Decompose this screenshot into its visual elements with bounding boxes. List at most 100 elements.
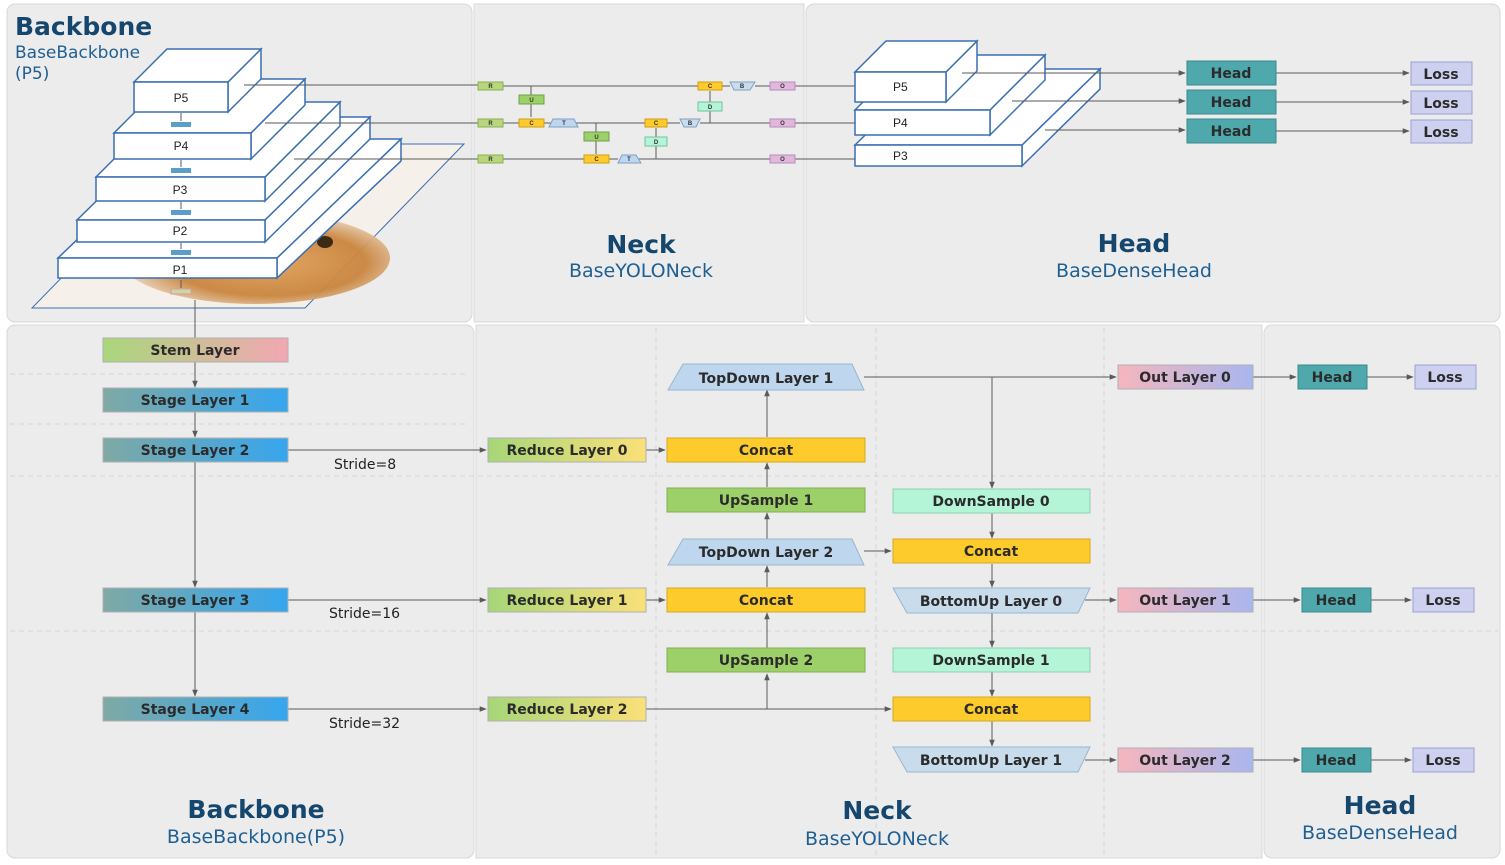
pyramid-connectors [170,113,196,338]
mini-bottomup-1-label: B [688,121,693,127]
bottom-connectors [192,362,1414,763]
mini-concat-3-label: C [654,121,659,127]
mini-concat-1-label: C [529,121,534,127]
concat-4-label: Concat [964,702,1019,718]
top-head-blocks [1186,60,1473,144]
panel-bottom-head [1263,324,1501,859]
mini-concat-4-label: C [708,84,713,90]
bottom-neck: Reduce Layer 0 Reduce Layer 1 Reduce Lay… [487,363,1254,850]
bottom-head-subtitle: BaseDenseHead [1302,822,1458,844]
topdown-layer-1-label: TopDown Layer 1 [699,371,833,387]
out-layer-0-label: Out Layer 0 [1139,370,1231,386]
mini-concat-4 [697,81,723,91]
upsample-1-label: UpSample 1 [719,493,813,509]
out-layer-0-block [1117,364,1254,390]
concat-block-4 [892,696,1091,722]
mini-reduce-label-1: R [488,121,493,127]
concat-1-label: Concat [739,443,794,459]
top-loss-0-label: Loss [1423,67,1458,83]
cat-eye [317,236,333,248]
stage-layer-2-block [102,437,289,463]
mini-reduce-label-0: R [488,84,493,90]
bottom-head: Head Head Head Loss Loss Loss Head BaseD… [1297,364,1477,844]
mini-topdown-1-label: T [562,121,566,127]
concat-block-3 [892,538,1091,564]
bottom-neck-subtitle: BaseYOLONeck [805,828,949,850]
upsample-2-label: UpSample 2 [719,653,813,669]
mini-topdown-2-label: T [627,157,631,163]
upsample-1-block [666,487,866,513]
loss-1-label: Loss [1425,593,1460,609]
mini-out-label-1: O [780,121,785,127]
topdown-layer-2-block [667,538,865,566]
feature-pyramid [56,47,403,280]
head-2-label: Head [1316,753,1357,769]
mini-downsample-2 [697,101,723,112]
stage-layer-1-label: Stage Layer 1 [141,393,250,409]
mini-concat-2 [583,154,610,164]
mini-concat-2-label: C [594,157,599,163]
reduce-layer-2-label: Reduce Layer 2 [506,702,627,718]
reduce-layer-1-block [487,587,647,613]
loss-2-label: Loss [1425,753,1460,769]
upsample-2-block [666,647,866,673]
stage-layer-2-label: Stage Layer 2 [141,443,250,459]
bottom-backbone-subtitle: BaseBackbone(P5) [167,826,345,848]
out-layer-2-block [1117,747,1254,773]
loss-block-0 [1414,364,1477,390]
reduce-layer-2-block [487,696,647,722]
head-level-p5: P5 [893,80,908,94]
reduce-layer-0-block [487,437,647,463]
reduce-layer-0-label: Reduce Layer 0 [506,443,627,459]
head-block-1 [1301,587,1372,613]
loss-0-label: Loss [1427,370,1462,386]
top-backbone-subtitle-2: (P5) [15,64,49,84]
mini-concat-3 [644,118,668,128]
head-block-2 [1301,747,1372,773]
top-neck-subtitle: BaseYOLONeck [569,260,713,282]
top-backbone: Backbone BaseBackbone (P5) P5 P4 P [15,12,466,338]
top-head-title: Head [1098,229,1171,258]
top-loss-2-label: Loss [1423,125,1458,141]
head-1-label: Head [1316,593,1357,609]
loss-block-1 [1412,587,1475,613]
stage-layer-4-block [102,696,289,722]
out-layer-2-label: Out Layer 2 [1139,753,1231,769]
bottomup-layer-1-label: BottomUp Layer 1 [920,753,1062,769]
top-head-2-label: Head [1211,124,1252,140]
head-level-p3: P3 [893,149,908,163]
top-backbone-subtitle: BaseBackbone [15,43,140,63]
downsample-0-block [892,488,1091,514]
mini-out-blocks [769,81,796,164]
loss-block-2 [1412,747,1475,773]
topdown-layer-1-block [667,363,865,391]
mini-topdown-1 [548,118,579,128]
head-feature-boxes [853,39,1102,168]
stride-32-label: Stride=32 [329,716,400,732]
head-level-p4: P4 [893,116,908,130]
pyramid-label-p4: P4 [174,139,189,153]
mini-downsample-1 [644,136,668,147]
mini-concat-1 [518,118,545,128]
stage-layer-3-label: Stage Layer 3 [141,593,250,609]
bottom-head-title: Head [1344,791,1417,820]
pyramid-label-p1: P1 [173,263,188,277]
downsample-0-label: DownSample 0 [932,494,1049,510]
top-head-subtitle: BaseDenseHead [1056,260,1212,282]
mini-bottomup-2 [729,81,756,91]
mini-reduce-label-2: R [488,157,493,163]
bottomup-layer-1-block [892,746,1091,773]
mini-bottomup-1 [679,118,701,128]
top-head: P5 P4 P3 Head Head Head Loss Loss Loss H… [853,39,1473,282]
downsample-1-block [892,647,1091,673]
topdown-layer-2-label: TopDown Layer 2 [699,545,833,561]
mini-downsample-2-label: D [708,105,713,111]
mini-out-label-2: O [780,157,785,163]
pyramid-label-p3: P3 [173,183,188,197]
dashed-guides [10,328,1498,855]
mini-upsample-1 [518,94,545,105]
mini-bottomup-2-label: B [740,84,745,90]
stem-layer-block [102,337,289,363]
bottom-backbone: Stem Layer Stage Layer 1 Stage Layer 2 S… [102,337,400,848]
